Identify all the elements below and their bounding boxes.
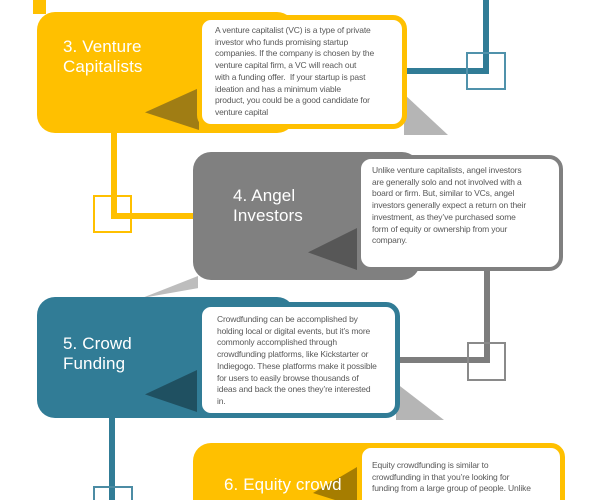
crowd-right-shadow <box>396 383 444 420</box>
description-line: Equity crowdfunding is similar to <box>372 460 489 470</box>
description-line: funding from a large group of people. Un… <box>372 483 531 494</box>
angel-box-shadow <box>142 276 198 298</box>
connector-line-bottom-vertical <box>109 416 115 500</box>
equity-description-box <box>357 443 565 500</box>
description-line: venture capital firm, a VC will reach ou… <box>215 60 357 71</box>
connector-line-mid1-vertical <box>111 131 117 219</box>
connector-stub-top <box>33 0 46 14</box>
connector-line-mid1-horizontal <box>111 213 195 219</box>
description-line: commonly accomplished through <box>217 337 337 348</box>
connector-square-mid2-icon <box>467 342 506 381</box>
description-line: ideas and back the ones they’re interest… <box>217 384 371 395</box>
description-line: A venture capitalist (VC) is a type of p… <box>215 25 371 35</box>
description-line: crowdfunding platforms, like Kickstarter… <box>217 349 369 360</box>
description-line: Indiegogo. These platforms make it possi… <box>217 360 377 371</box>
connector-line-top-horizontal <box>403 68 489 74</box>
description-line: venture capital <box>215 106 269 117</box>
description-line: with a funding offer. If your startup is… <box>215 71 366 82</box>
description-line: investors generally expect a return on t… <box>372 200 527 211</box>
venture-description: A venture capitalist (VC) is a type of p… <box>215 25 374 119</box>
connector-line-mid2-vertical <box>484 269 490 363</box>
description-line: for users to easily browse thousands of <box>217 372 359 383</box>
description-line: holding local or digital events, but it’… <box>217 325 371 336</box>
description-line: board or firm. But, similar to VCs, ange… <box>372 188 515 199</box>
description-line: form of equity or ownership from your <box>372 223 508 234</box>
angel-description: Unlike venture capitalists, angel invest… <box>372 165 526 247</box>
connector-line-mid2-horizontal <box>399 357 490 363</box>
connector-line-top-vertical <box>483 0 489 73</box>
description-line: Crowdfunding can be accomplished by <box>217 314 358 324</box>
venture-right-shadow <box>404 94 448 135</box>
angel-description-box <box>357 155 563 271</box>
description-line: companies. If the company is chosen by t… <box>215 48 375 59</box>
description-line: ideation and has a minimum viable <box>215 83 341 94</box>
description-line: investor who funds promising startup <box>215 36 349 47</box>
description-line: are generally solo and not involved with… <box>372 176 522 187</box>
venture-description-box <box>197 15 407 129</box>
crowd-description: Crowdfunding can be accomplished by hold… <box>217 314 377 408</box>
equity-label: 6. Equity crowd <box>224 475 342 494</box>
description-line: crowdfunding in that you’re looking for <box>372 471 510 482</box>
equity-description: Equity crowdfunding is similar to crowdf… <box>372 460 531 495</box>
crowd-description-box <box>197 302 400 418</box>
connector-square-mid1-icon <box>93 195 132 233</box>
connector-square-top-icon <box>466 52 506 90</box>
connector-square-bottom-icon <box>93 486 133 500</box>
description-line: product, you could be a good candidate f… <box>215 95 370 106</box>
description-line: in. <box>217 395 226 406</box>
description-line: investment, as they’ve purchased some <box>372 211 516 222</box>
description-line: company. <box>372 235 408 246</box>
description-line: Unlike venture capitalists, angel invest… <box>372 165 522 175</box>
